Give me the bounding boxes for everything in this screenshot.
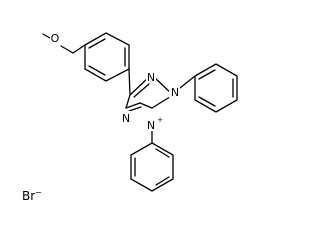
bromide-symbol: Br	[22, 189, 36, 203]
oxygen-atom: O	[51, 32, 60, 45]
right-phenyl-ring	[194, 63, 238, 113]
tetrazine-n-left: N	[122, 112, 130, 125]
n-phenyl-bond-right	[179, 75, 196, 89]
tetrazine-n-right: N	[171, 86, 179, 99]
tetrazinium-structure: O N N N N +	[42, 31, 238, 192]
bottom-phenyl-ring	[130, 142, 174, 192]
bromide-ion: Br−	[22, 188, 42, 203]
aryl-tetrazine-bond	[128, 68, 131, 96]
bromide-charge: −	[35, 188, 42, 197]
tetrazine-n-top: N	[147, 71, 155, 84]
positive-charge: +	[157, 116, 163, 124]
methoxyphenyl-ring	[72, 32, 130, 82]
tetrazine-n-plus: N	[147, 119, 155, 132]
